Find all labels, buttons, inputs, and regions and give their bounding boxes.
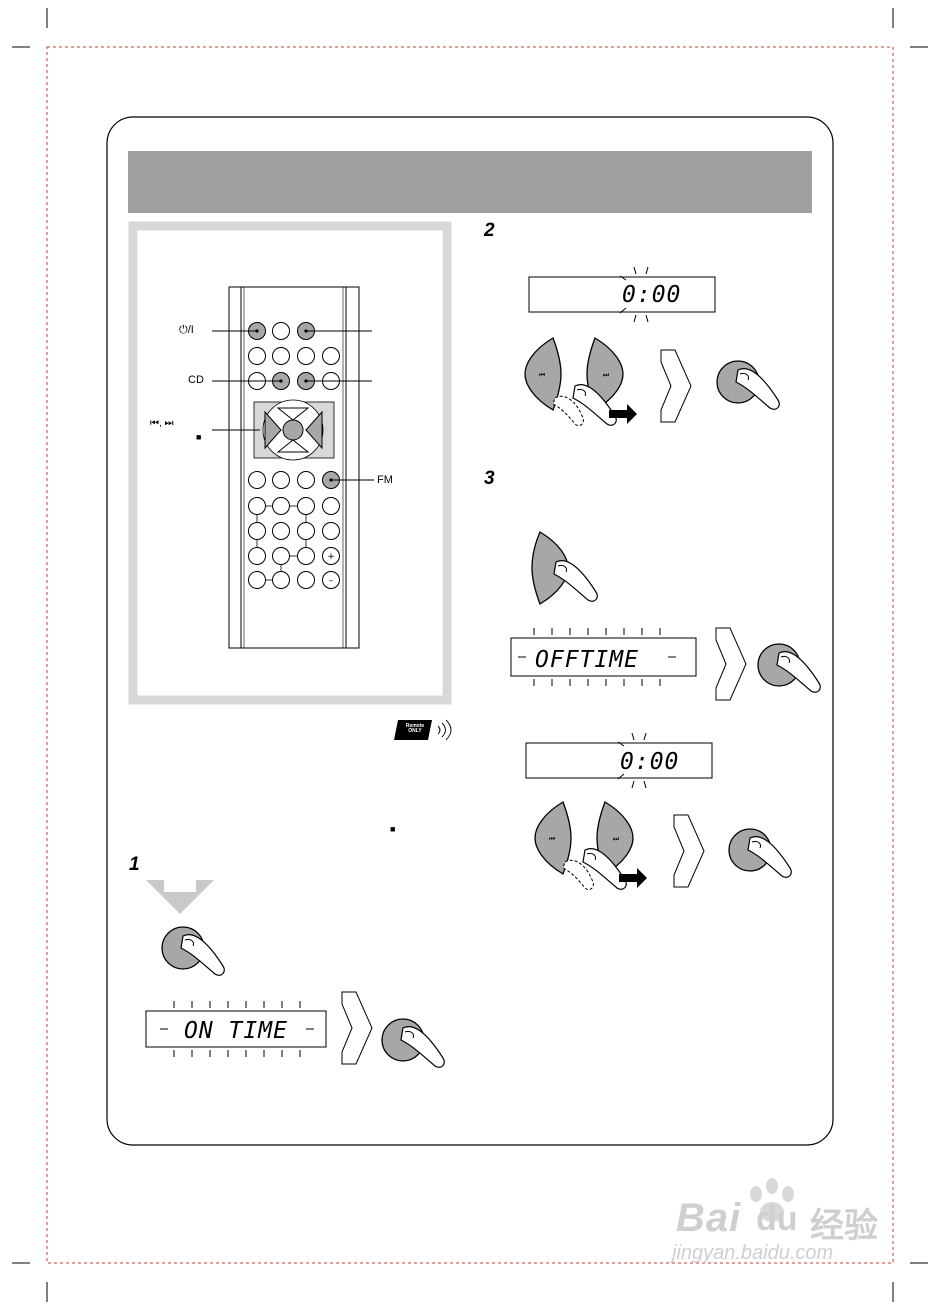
watermark-url: jingyan.baidu.com: [672, 1242, 834, 1264]
cd-label: CD: [188, 374, 204, 386]
crop-marks: [12, 8, 928, 1302]
down-arrow: [146, 880, 214, 914]
trim-line: [46, 46, 894, 1264]
lcd-time-a-text: 0:00: [622, 282, 682, 308]
step-3-number: 3: [484, 468, 495, 489]
fm-label: FM: [377, 474, 393, 486]
skip-label: ⏮, ⏭: [150, 418, 174, 429]
step-2-number: 2: [484, 220, 495, 241]
remote-only-badge: [394, 719, 452, 741]
next-button-press: ⏭: [531, 531, 598, 605]
watermark-paw: [750, 1178, 794, 1222]
sparkle-offtime: [518, 628, 676, 686]
sparkle-on-time: [160, 1001, 314, 1057]
sparkle-time-b: [617, 732, 647, 789]
lcd-offtime-text: OFFTIME: [535, 647, 639, 673]
lcd-time-b: [525, 742, 713, 779]
svg-text:–: –: [329, 576, 334, 586]
power-label: ⏻/I: [179, 324, 194, 336]
lcd-time-a: [528, 276, 716, 313]
inline-stop-symbol: ■: [390, 824, 396, 834]
remote-control-illustration: + –: [212, 286, 374, 649]
svg-text:+: +: [327, 552, 335, 562]
lcd-time-b-text: 0:00: [620, 749, 680, 775]
header-bar: [128, 151, 812, 213]
step-1-number: 1: [129, 854, 140, 875]
lcd-on-time: [145, 1010, 327, 1048]
watermark-cn: 经验: [810, 1207, 878, 1245]
sparkle-time-a: [619, 266, 649, 323]
watermark-brand2: du: [756, 1200, 798, 1238]
lcd-on-time-text: ON TIME: [184, 1018, 288, 1044]
lcd-offtime: [510, 637, 697, 677]
watermark-brand: Bai: [676, 1196, 742, 1240]
stop-label: ■: [196, 432, 202, 442]
